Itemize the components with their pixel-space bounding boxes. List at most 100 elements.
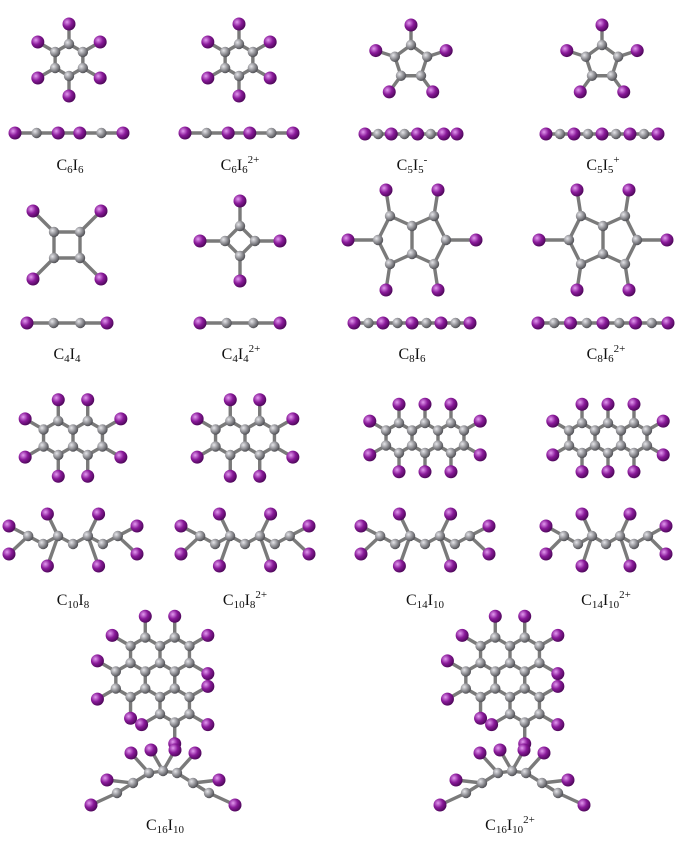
carbon-atom <box>53 415 64 427</box>
iodine-atom <box>623 127 637 141</box>
iodine-atom <box>392 465 406 479</box>
carbon-atom <box>575 210 587 222</box>
iodine-atom <box>482 547 496 561</box>
iodine-atom <box>570 183 584 197</box>
iodine-atom <box>124 711 138 725</box>
carbon-atom <box>646 317 657 329</box>
carbon-atom <box>445 417 457 429</box>
mol-c5i5-minus-side <box>358 127 464 141</box>
carbon-atom <box>184 657 195 669</box>
iodine-atom <box>622 283 636 297</box>
carbon-atom <box>140 632 151 643</box>
label-c10i8-2plus: C10I82+ <box>222 589 268 611</box>
iodine-atom <box>469 233 483 247</box>
carbon-atom <box>140 666 151 677</box>
iodine-atom <box>363 448 377 462</box>
iodine-atom <box>201 679 215 693</box>
iodine-atom <box>286 450 300 464</box>
mol-c5i5-minus-top <box>369 18 453 99</box>
mol-c6i6-side <box>8 126 130 140</box>
iodine-atom <box>51 393 65 407</box>
carbon-atom <box>254 449 265 461</box>
iodine-atom <box>596 316 610 330</box>
carbon-atom <box>563 234 575 246</box>
iodine-atom <box>539 547 553 561</box>
carbon-atom <box>74 252 86 264</box>
carbon-atom <box>169 666 180 677</box>
mol-c8i6-2plus-side <box>531 316 675 330</box>
carbon-atom <box>581 317 592 329</box>
carbon-atom <box>405 39 417 51</box>
iodine-atom <box>660 233 674 247</box>
iodine-atom <box>560 44 574 58</box>
carbon-atom <box>266 127 277 139</box>
carbon-atom <box>536 777 548 789</box>
iodine-atom <box>418 397 432 411</box>
carbon-atom <box>48 317 59 329</box>
label-c16i10-2plus: C16I102+ <box>485 814 535 836</box>
label-c14i10: C14I10 <box>406 592 444 611</box>
carbon-atom <box>82 449 93 461</box>
carbon-atom <box>249 235 261 247</box>
iodine-atom <box>656 448 670 462</box>
label-c16i10: C16I10 <box>146 817 184 836</box>
carbon-atom <box>203 787 215 799</box>
carbon-atom <box>184 691 195 703</box>
carbon-atom <box>112 530 124 542</box>
iodine-atom <box>212 773 226 787</box>
carbon-atom <box>519 683 530 694</box>
carbon-atom <box>406 248 418 260</box>
iodine-atom <box>193 234 207 248</box>
iodine-atom <box>212 559 226 573</box>
iodine-atom <box>384 127 398 141</box>
iodine-atom <box>440 692 454 706</box>
carbon-atom <box>389 538 401 550</box>
iodine-atom <box>518 609 532 623</box>
iodine-atom <box>444 465 458 479</box>
carbon-atom <box>614 317 625 329</box>
carbon-atom <box>549 317 560 329</box>
carbon-atom <box>169 632 180 643</box>
carbon-atom <box>49 62 61 74</box>
iodine-atom <box>623 559 637 573</box>
carbon-atom <box>169 717 180 728</box>
iodine-atom <box>531 316 545 330</box>
carbon-atom <box>393 447 405 459</box>
iodine-atom <box>221 126 235 140</box>
iodine-atom <box>135 718 149 732</box>
iodine-atom <box>302 547 316 561</box>
iodine-atom <box>358 127 372 141</box>
iodine-atom <box>228 798 242 812</box>
carbon-atom <box>380 440 392 451</box>
iodine-atom <box>444 507 458 521</box>
carbon-atom <box>534 708 545 720</box>
carbon-atom <box>184 640 195 652</box>
carbon-atom <box>239 538 251 550</box>
mol-c10i8-side <box>2 507 144 573</box>
iodine-atom <box>62 17 76 31</box>
carbon-atom <box>449 538 461 550</box>
carbon-atom <box>428 258 440 270</box>
iodine-atom <box>426 85 440 99</box>
iodine-atom <box>354 547 368 561</box>
iodine-atom <box>201 71 215 85</box>
carbon-atom <box>619 210 631 222</box>
mol-c8i6-2plus-top <box>532 183 674 297</box>
iodine-atom <box>455 628 469 642</box>
mol-c10i8-top <box>18 393 128 483</box>
carbon-atom <box>576 447 588 459</box>
mol-c10i8-2plus-top <box>190 393 300 483</box>
carbon-atom <box>234 250 246 262</box>
carbon-atom <box>82 530 94 542</box>
carbon-atom <box>606 70 618 81</box>
carbon-atom <box>233 70 245 82</box>
iodine-atom <box>418 465 432 479</box>
carbon-atom <box>504 657 516 669</box>
mol-c16i10-2plus-top <box>440 609 565 751</box>
label-c5i5-minus: C5I5- <box>396 154 428 176</box>
carbon-atom <box>458 425 470 436</box>
carbon-atom <box>589 440 601 451</box>
iodine-atom <box>341 233 355 247</box>
carbon-atom <box>389 51 401 62</box>
